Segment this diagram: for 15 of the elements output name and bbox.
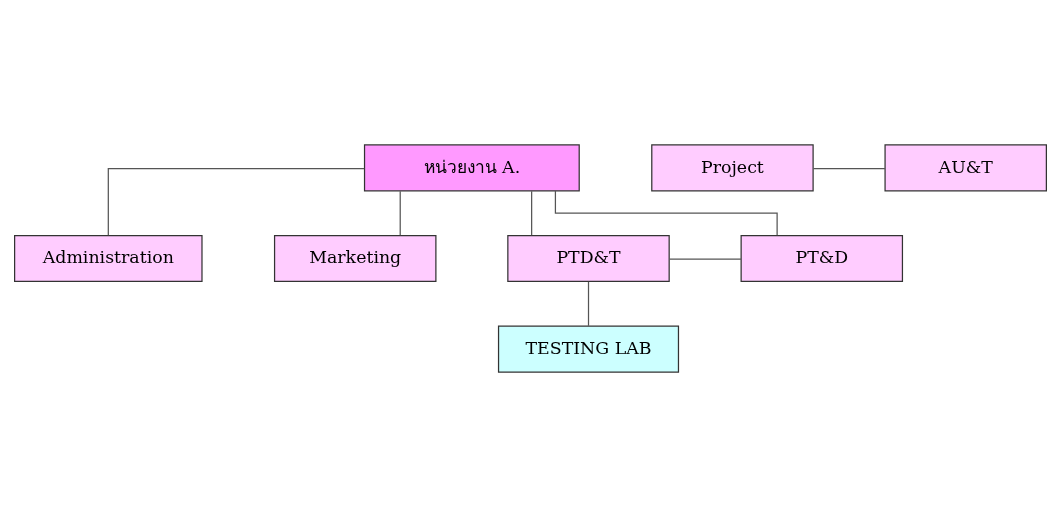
node-box: AU&T (884, 144, 1047, 192)
connector (554, 190, 778, 236)
connector (668, 258, 742, 260)
node-box: Marketing (273, 234, 437, 283)
connector (587, 281, 590, 327)
node-box: Administration (14, 234, 203, 283)
connector (107, 167, 365, 236)
node-box: หน่วยงาน A. (363, 144, 580, 192)
node-box: PT&D (740, 234, 904, 283)
connector (399, 190, 401, 236)
node-box: TESTING LAB (497, 325, 680, 373)
node-box: Project (651, 144, 814, 192)
node-box: PTD&T (507, 234, 670, 283)
connector (531, 190, 533, 236)
connector (812, 167, 886, 170)
